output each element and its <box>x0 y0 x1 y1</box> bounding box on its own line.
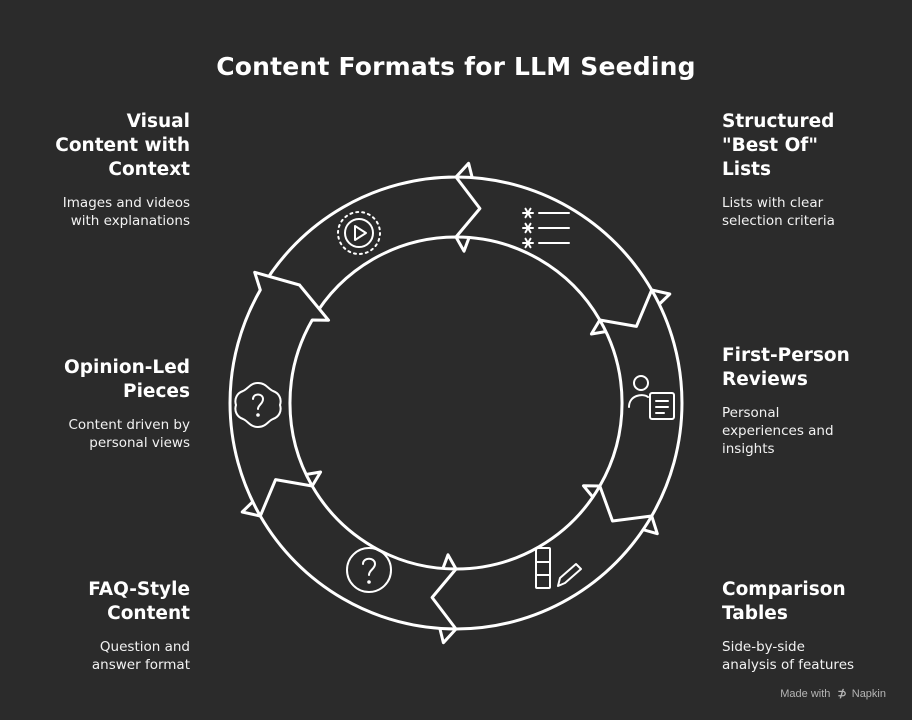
label-faq-title: FAQ-Style Content <box>88 579 190 624</box>
question-circle-icon <box>346 547 392 593</box>
segment-opinion <box>228 270 330 518</box>
label-lists-description: Lists with clear selection criteria <box>722 195 835 229</box>
label-lists-title: Structured "Best Of" Lists <box>722 111 835 180</box>
credit-prefix: Made with <box>780 688 831 700</box>
label-visual: Visual Content with Context Images and v… <box>10 110 190 230</box>
label-reviews-title: First-Person Reviews <box>722 345 850 390</box>
label-tables-title: Comparison Tables <box>722 579 846 624</box>
diagram-title: Content Formats for LLM Seeding <box>216 52 696 81</box>
user-document-icon <box>628 375 675 420</box>
label-opinion-title: Opinion-Led Pieces <box>64 357 190 402</box>
asterisk-list-icon <box>522 207 570 249</box>
label-reviews-description: Personal experiences and insights <box>722 405 834 457</box>
label-visual-title: Visual Content with Context <box>55 111 190 180</box>
ring-icons <box>234 207 675 593</box>
question-badge-icon <box>234 382 282 428</box>
ring-segments <box>228 161 684 645</box>
label-tables: Comparison Tables Side-by-side analysis … <box>722 578 902 674</box>
label-lists: Structured "Best Of" Lists Lists with cl… <box>722 110 902 230</box>
label-faq-description: Question and answer format <box>91 639 190 673</box>
credit-brand: Napkin <box>851 688 886 700</box>
label-reviews: First-Person Reviews Personal experience… <box>722 344 902 458</box>
segment-lists <box>454 175 672 336</box>
label-faq: FAQ-Style Content Question and answer fo… <box>10 578 190 674</box>
label-opinion-description: Content driven by personal views <box>68 417 190 451</box>
label-opinion: Opinion-Led Pieces Content driven by per… <box>10 356 190 452</box>
label-visual-description: Images and videos with explanations <box>62 195 190 229</box>
table-pencil-icon <box>535 547 582 589</box>
segment-faq <box>240 470 458 631</box>
made-with-credit[interactable]: Made with ⊅ Napkin <box>780 687 886 700</box>
label-tables-description: Side-by-side analysis of features <box>722 639 855 673</box>
napkin-logo-icon: ⊅ <box>837 688 847 700</box>
play-circle-icon <box>337 211 381 255</box>
